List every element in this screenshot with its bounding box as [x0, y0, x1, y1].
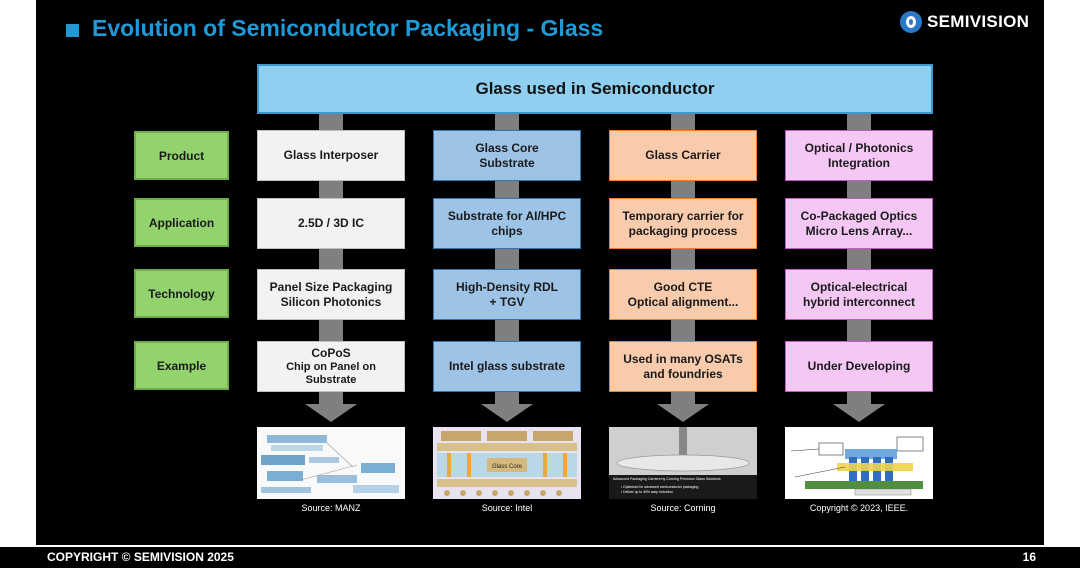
cell-application: Co-Packaged Optics Micro Lens Array... — [785, 198, 933, 249]
cell-example: CoPoS Chip on Panel on Substrate — [257, 341, 405, 392]
carrier-image-caption: Advanced Packaging Carriers by Corning P… — [613, 477, 721, 481]
example-title: CoPoS — [311, 346, 351, 360]
arrow-down-icon — [833, 404, 885, 422]
row-label-technology: Technology — [134, 269, 229, 318]
source-caption: Source: MANZ — [301, 503, 361, 513]
corning-glass-carrier-image: Advanced Packaging Carriers by Corning P… — [609, 427, 757, 499]
example-subtitle: Chip on Panel on Substrate — [286, 361, 376, 386]
row-label-application: Application — [134, 198, 229, 247]
cell-technology: Good CTE Optical alignment... — [609, 269, 757, 320]
cell-product: Glass Interposer — [257, 130, 405, 181]
cell-technology: Optical-electrical hybrid interconnect — [785, 269, 933, 320]
manz-panel-image — [257, 427, 405, 499]
row-label-example: Example — [134, 341, 229, 390]
cell-example: Used in many OSATs and foundries — [609, 341, 757, 392]
glass-core-image-label: Glass Core — [492, 464, 523, 470]
arrow-down-icon — [305, 404, 357, 422]
page-title: Evolution of Semiconductor Packaging - G… — [92, 15, 604, 41]
source-caption: Copyright © 2023, IEEE. — [809, 503, 909, 513]
cell-example: Intel glass substrate — [433, 341, 581, 392]
cell-technology: Panel Size Packaging Silicon Photonics — [257, 269, 405, 320]
cell-product: Optical / Photonics Integration — [785, 130, 933, 181]
divider — [0, 545, 1080, 547]
source-caption: Source: Corning — [650, 503, 716, 513]
arrow-down-icon — [481, 404, 533, 422]
source-caption: Source: Intel — [481, 503, 533, 513]
page-number: 16 — [1022, 550, 1036, 564]
arrow-down-icon — [657, 404, 709, 422]
cell-technology: High-Density RDL + TGV — [433, 269, 581, 320]
cell-application: Temporary carrier for packaging process — [609, 198, 757, 249]
cell-product: Glass Carrier — [609, 130, 757, 181]
cell-product: Glass Core Substrate — [433, 130, 581, 181]
semivision-logo-icon — [900, 11, 922, 33]
row-label-product: Product — [134, 131, 229, 180]
intel-glass-core-image: Glass Core — [433, 427, 581, 499]
brand-logo: SEMIVISION — [900, 9, 1029, 35]
cell-application: 2.5D / 3D IC — [257, 198, 405, 249]
brand-name: SEMIVISION — [927, 12, 1030, 31]
ieee-cpo-diagram-image — [785, 427, 933, 499]
footer-bar: COPYRIGHT © SEMIVISION 2025 16 — [0, 547, 1080, 568]
header-glass-in-semiconductor: Glass used in Semiconductor — [257, 64, 933, 114]
carrier-image-bullet: • Optimized for advanced semiconductor p… — [621, 485, 698, 489]
cell-example: Under Developing — [785, 341, 933, 392]
cell-application: Substrate for AI/HPC chips — [433, 198, 581, 249]
title-bullet — [66, 24, 79, 37]
carrier-image-bullet: • Deliver up to 40% warp reduction — [621, 490, 673, 494]
footer-copyright: COPYRIGHT © SEMIVISION 2025 — [47, 550, 234, 564]
